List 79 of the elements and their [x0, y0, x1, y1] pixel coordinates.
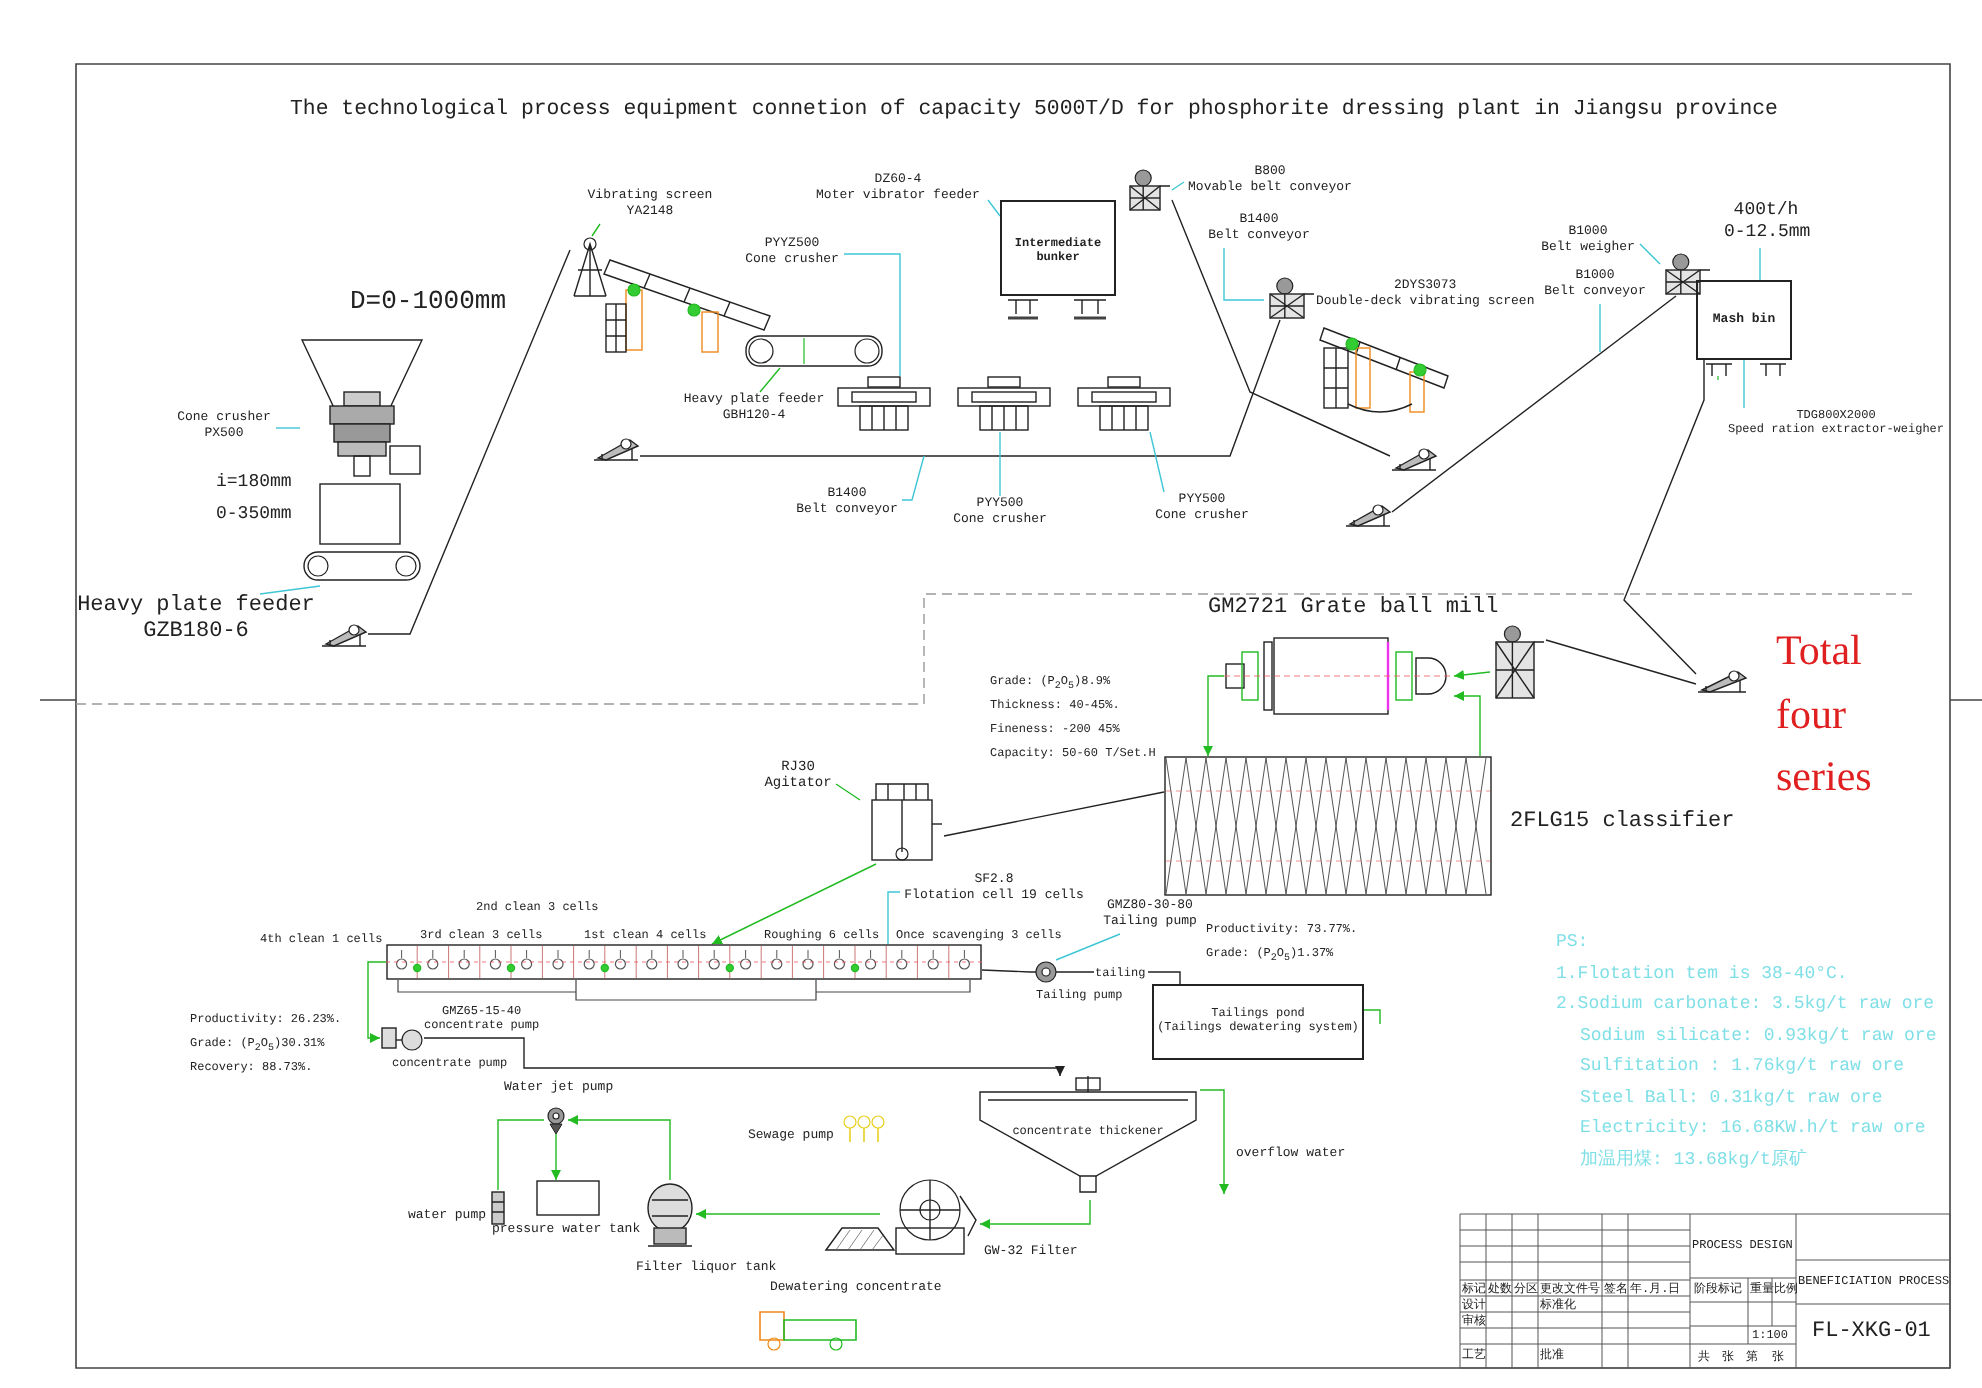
flow-line [1363, 1009, 1381, 1025]
flow-line [695, 1209, 881, 1219]
flow-line [1545, 639, 1697, 685]
flow-line [1453, 669, 1491, 680]
equipment-label: Heavy plate feeder GZB180-6 [72, 594, 320, 650]
leader-line [259, 585, 321, 595]
classifier-drawing [1164, 756, 1492, 896]
leader-line [1149, 431, 1165, 493]
flow-line [711, 863, 877, 945]
pump-icon [490, 1190, 506, 1226]
leader-line [591, 223, 601, 237]
note-text: 加温用煤: 13.68kg/t原矿 [1580, 1149, 1807, 1171]
pump-icon [1030, 960, 1062, 984]
annotation-text: 0-350mm [216, 504, 292, 526]
flow-line [1623, 359, 1705, 675]
flow-line [943, 791, 1165, 837]
leader-line [275, 427, 301, 429]
series-note: Total four series [1776, 624, 1872, 804]
pump-icon [380, 1024, 424, 1052]
conveyor-head-drawing [1490, 624, 1546, 700]
plate-feeder-icon [1344, 500, 1392, 528]
flow-line [981, 969, 1031, 973]
conveyor-head-drawing [1264, 276, 1316, 320]
flotation-cells-drawing [386, 944, 982, 980]
title-block-text: FL-XKG-01 [1812, 1320, 1931, 1347]
cone-crusher-drawing [836, 376, 932, 432]
note-text: Steel Ball: 0.31kg/t raw ore [1580, 1087, 1883, 1109]
flow-line [979, 1199, 1091, 1229]
cone-crusher-drawing [1076, 376, 1172, 432]
leader-line [1223, 247, 1265, 301]
cone-crusher-drawing [956, 376, 1052, 432]
flow-line [639, 319, 1281, 457]
belt-feeder-drawing [744, 334, 884, 368]
tank-drawing [644, 1180, 696, 1248]
flow-line [1171, 199, 1391, 457]
diagram-title: The technological process equipment connetion of capacity 5000T/D for phosphorite dressing plant in Jiangsu province [288, 98, 1780, 124]
plate-feeder-icon [320, 620, 368, 648]
equipment-label: 2FLG15 classifier [1510, 810, 1735, 837]
leader-line [1639, 243, 1661, 265]
equipment-label: GM2721 Grate ball mill [1208, 596, 1499, 623]
flow-line [1203, 675, 1225, 757]
flow-line [551, 1133, 561, 1181]
leader-line [835, 783, 861, 801]
pump-icon [544, 1106, 568, 1134]
note-text: Sodium silicate: 0.93kg/t raw ore [1580, 1025, 1937, 1047]
note-text: 2.Sodium carbonate: 3.5kg/t raw ore [1556, 994, 1935, 1016]
leader-line [1599, 303, 1601, 353]
leader-line [1171, 181, 1185, 191]
annotation-text: i=180mm [216, 472, 292, 494]
leader-line [999, 431, 1001, 497]
leader-line [987, 199, 1001, 217]
leader-line [1055, 933, 1121, 961]
equipment-label: 400t/h 0-12.5mm [1724, 200, 1808, 248]
note-text: Electricity: 16.68KW.h/t raw ore [1580, 1118, 1926, 1140]
annotation-text: D=0-1000mm [350, 286, 507, 318]
tank-box [536, 1180, 600, 1216]
plate-feeder-icon [1390, 444, 1438, 472]
leader-line [843, 253, 901, 377]
conveyor-head-drawing [1660, 252, 1712, 296]
leader-line [759, 367, 781, 393]
flow-line [497, 1119, 545, 1191]
conveyor-head-drawing [1124, 168, 1172, 212]
leader-line [887, 891, 901, 945]
plate-feeder-icon [1696, 666, 1748, 694]
ball-mill-drawing [1224, 636, 1454, 716]
note-text: PS: [1556, 932, 1589, 954]
leader-line [1759, 247, 1761, 281]
flow-line [567, 1115, 671, 1181]
flow-line [1199, 1089, 1229, 1195]
plate-feeder-icon [592, 434, 640, 462]
leader-line [1743, 359, 1745, 409]
flow-line [1453, 691, 1481, 757]
note-text: Sulfitation : 1.76kg/t raw ore [1580, 1056, 1905, 1078]
note-text: 1.Flotation tem is 38-40°C. [1556, 963, 1848, 985]
flow-line [423, 1037, 1065, 1077]
flow-line [367, 249, 571, 635]
leader-line [901, 455, 925, 501]
flow-line [367, 961, 387, 1043]
cone-crusher-drawing [300, 336, 424, 586]
